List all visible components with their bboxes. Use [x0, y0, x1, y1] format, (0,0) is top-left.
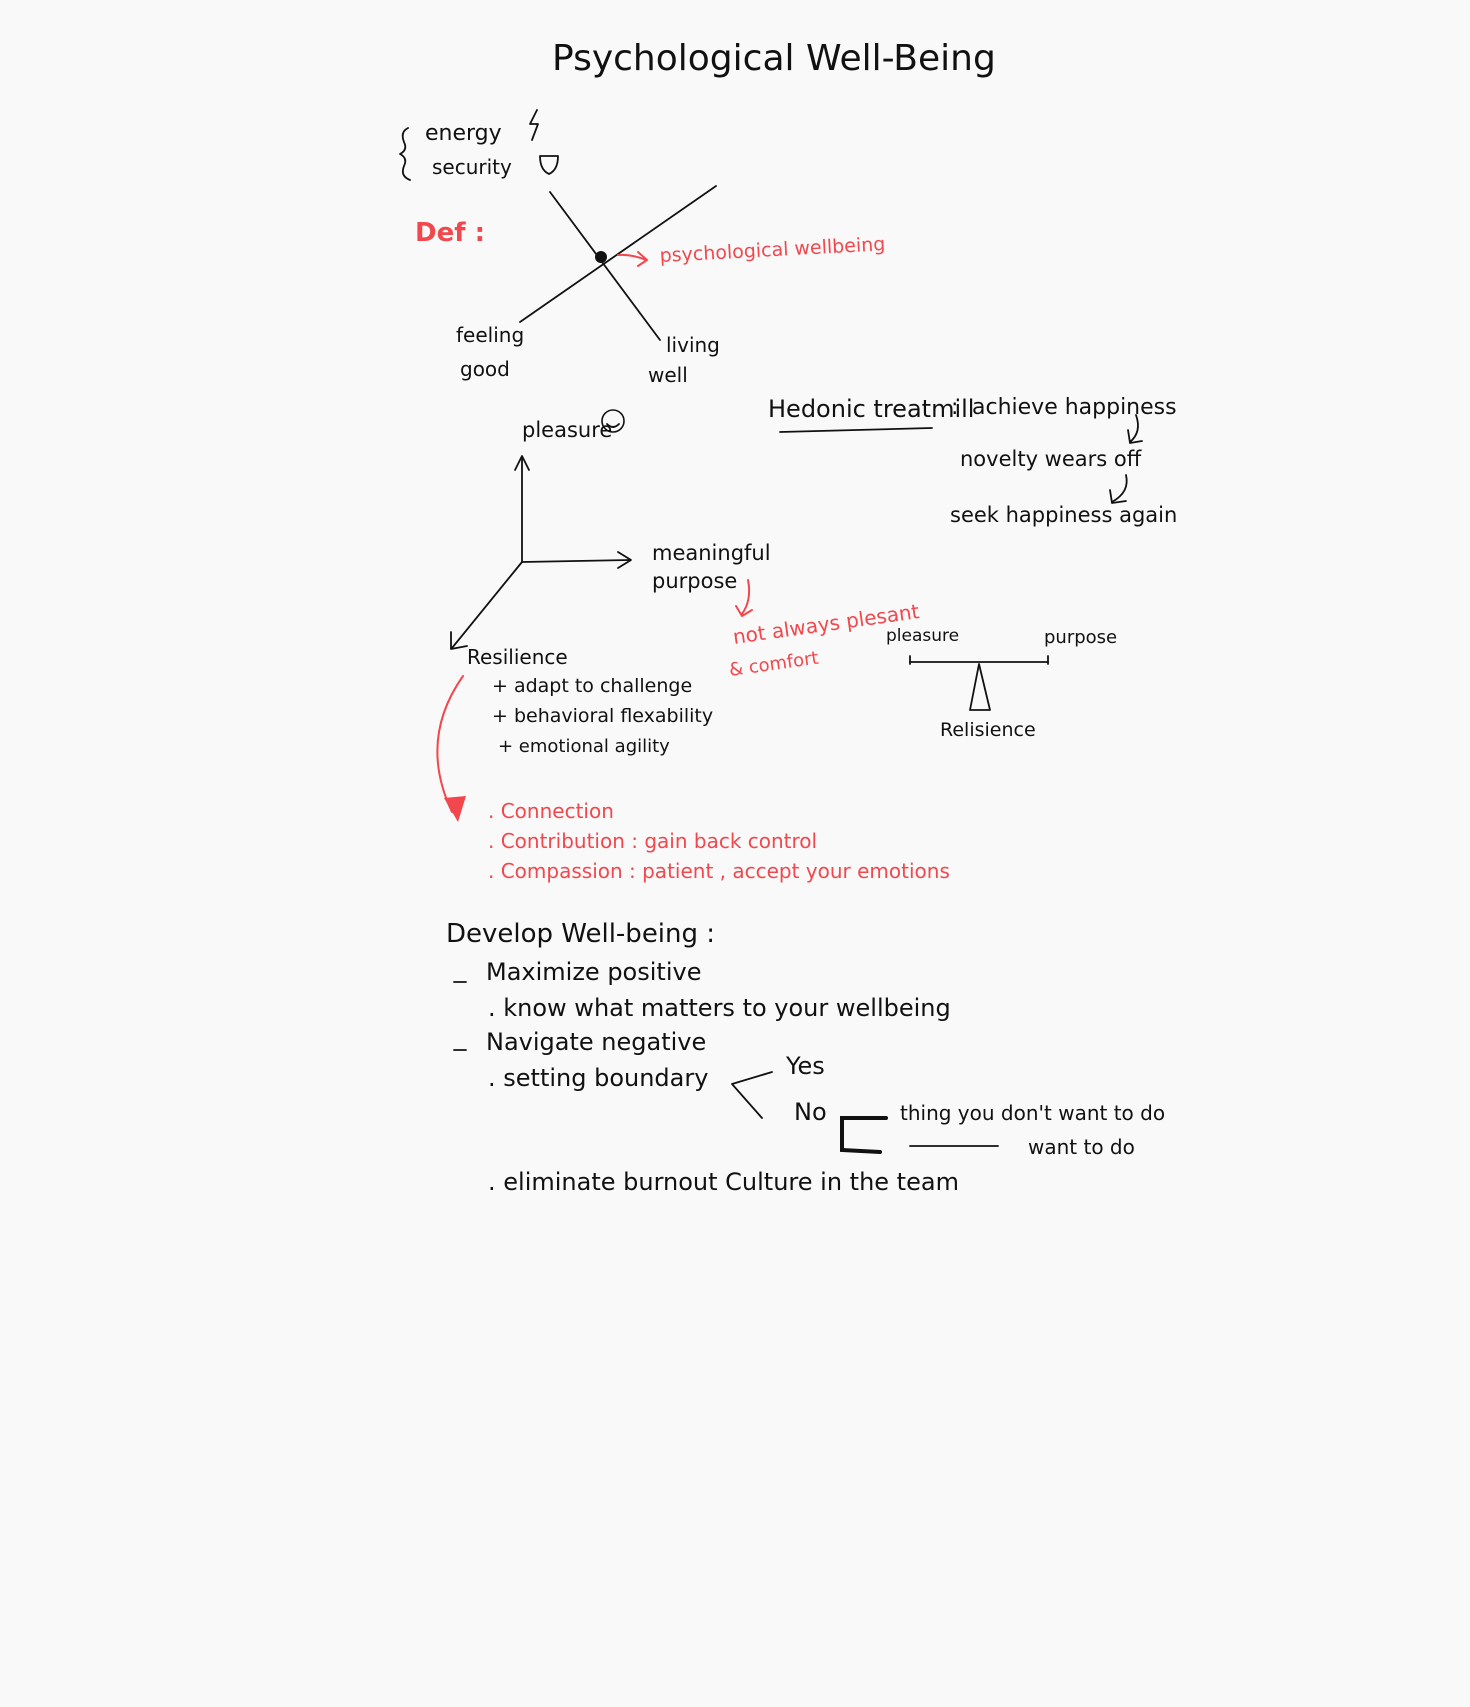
resilience-item-2: + behavioral flexability: [492, 705, 713, 727]
red-list-item-2: . Contribution : gain back control: [488, 829, 817, 853]
resilience-label: Resilience: [467, 645, 568, 669]
resilience-item-1: + adapt to challenge: [492, 675, 692, 697]
def-target: psychological wellbeing: [659, 233, 886, 267]
no-thing-text: thing you don't want to do: [900, 1101, 1165, 1125]
axis-line-living-well: [549, 191, 661, 341]
balance-fulcrum: [969, 663, 991, 711]
develop-heading: Develop Well-being :: [446, 919, 715, 949]
brace-icon: [399, 127, 411, 181]
no-want-text: want to do: [1028, 1135, 1135, 1159]
axis-purpose-line2: purpose: [652, 569, 737, 593]
lightning-icon: [529, 109, 539, 141]
def-label: Def :: [415, 218, 485, 248]
axis-up-arrowhead: [514, 455, 530, 471]
axis-b-line1: living: [666, 333, 720, 357]
page-title: Psychological Well-Being: [552, 38, 996, 79]
develop-navigate-item: . setting boundary: [488, 1064, 708, 1092]
branch-yes: Yes: [785, 1052, 825, 1080]
red-list-item-1: . Connection: [488, 799, 614, 823]
red-list-item-3: . Compassion : patient , accept your emo…: [488, 859, 950, 883]
axis-purpose-line1: meaningful: [652, 541, 771, 565]
axis-down-left: [451, 561, 523, 649]
hedonic-label: Hedonic treatmill: [768, 395, 974, 423]
hedonic-arrow-2: [1109, 474, 1128, 504]
arrow-to-note: [735, 579, 753, 617]
shield-icon: [539, 155, 559, 175]
axis-a-line2: good: [460, 357, 510, 381]
axis-a-line1: feeling: [456, 323, 524, 347]
hedonic-arrow-1: [1127, 414, 1143, 444]
branch-fork: [731, 1071, 773, 1119]
axis-b-line2: well: [648, 363, 688, 387]
develop-navigate: Navigate negative: [486, 1028, 706, 1056]
purpose-note-line2: & comfort: [728, 648, 820, 681]
axis-down-left-arrowhead: [450, 631, 468, 650]
resilience-item-3: + emotional agility: [498, 736, 670, 757]
balance-right-label: purpose: [1044, 627, 1117, 648]
arrow-to-wellbeing: [617, 251, 648, 267]
develop-maximize-item: . know what matters to your wellbeing: [488, 994, 951, 1022]
smiley-icon: [601, 409, 625, 433]
hedonic-step-1: achieve happiness: [972, 395, 1177, 420]
hedonic-underline: [779, 427, 933, 433]
hedonic-step-3: seek happiness again: [950, 503, 1177, 527]
resilience-to-list-arrow: [436, 675, 464, 813]
develop-eliminate: . eliminate burnout Culture in the team: [488, 1168, 959, 1196]
branch-no: No: [794, 1098, 827, 1126]
axis-pleasure-label: pleasure: [522, 418, 612, 442]
develop-maximize: Maximize positive: [486, 958, 701, 986]
axis-right-arrowhead: [617, 551, 632, 569]
axis-right: [521, 559, 631, 563]
resilience-to-list-arrowhead: [444, 796, 466, 822]
hedonic-step-2: novelty wears off: [960, 447, 1142, 471]
smiley-mouth: [606, 423, 620, 428]
need-energy: energy: [425, 121, 502, 146]
no-bracket: [840, 1116, 888, 1154]
need-security: security: [432, 155, 512, 179]
hedonic-colon: :: [951, 395, 958, 420]
balance-fulcrum-label: Relisience: [940, 719, 1036, 741]
balance-left-label: pleasure: [886, 626, 959, 646]
intersection-point: [595, 251, 607, 263]
